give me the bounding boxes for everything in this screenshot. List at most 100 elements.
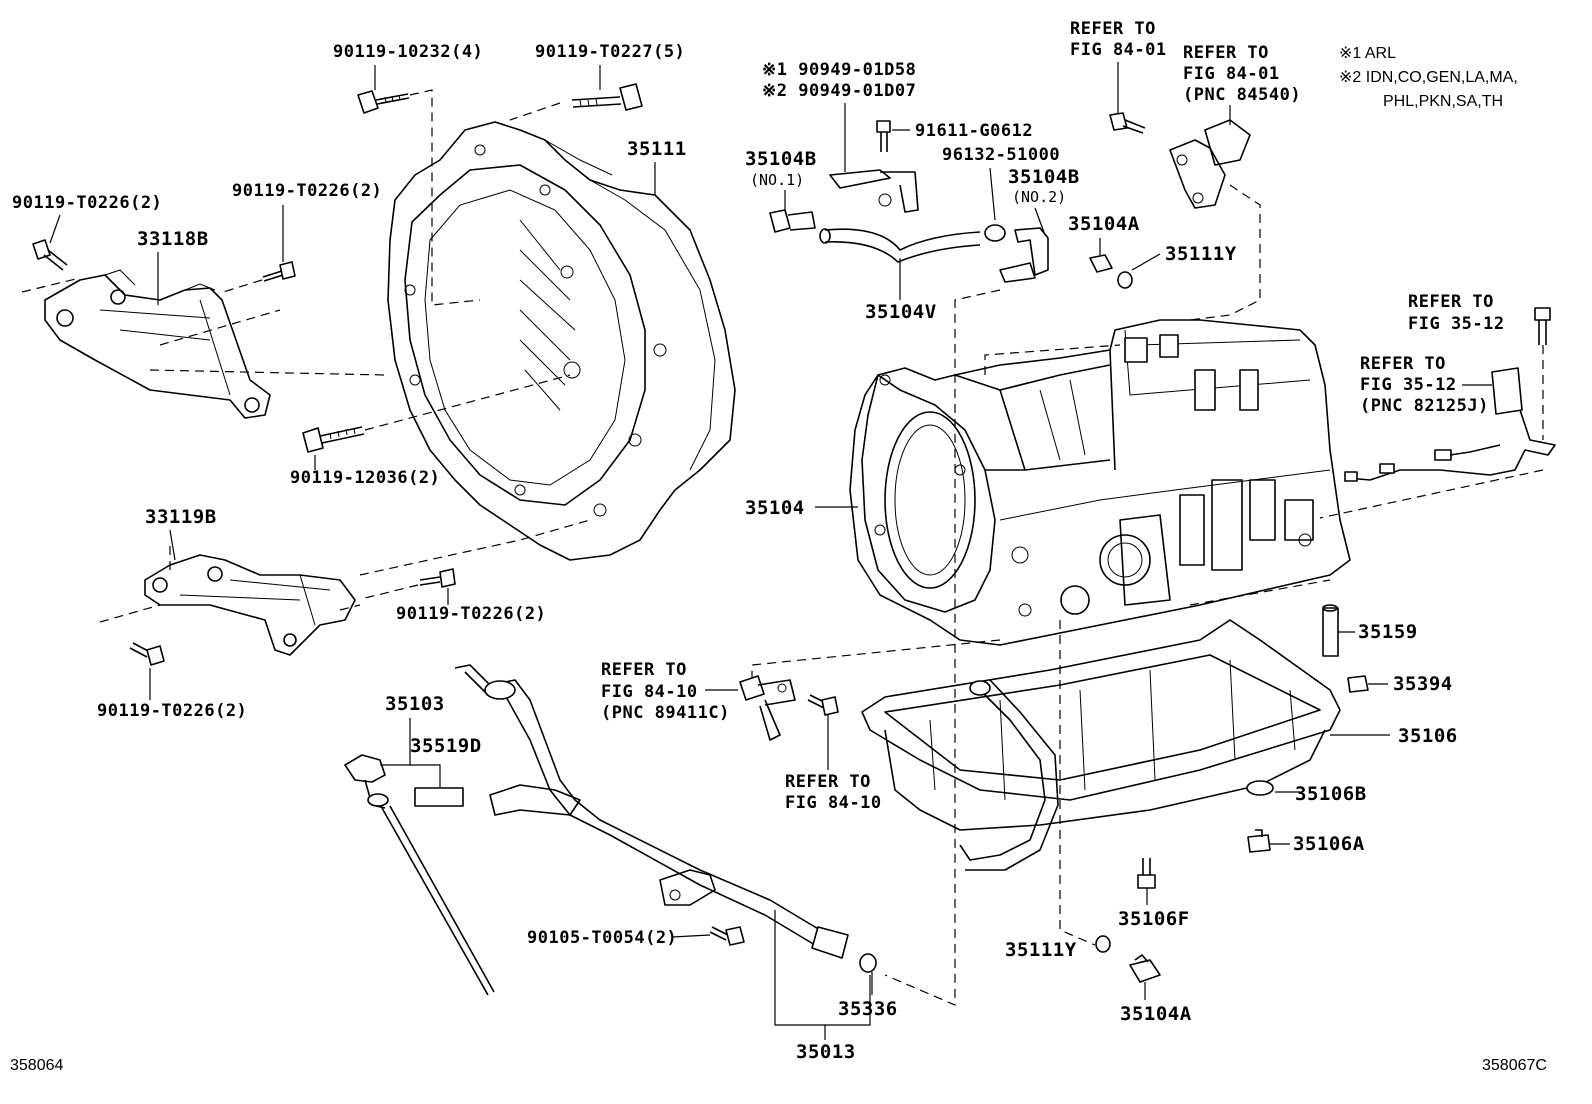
label-33119B: 33119B [145, 506, 217, 528]
gasket-35106b-drawing [1246, 780, 1274, 796]
bolt-icon [876, 120, 891, 152]
label-90119-12036: 90119-12036(2) [290, 468, 440, 488]
refer-84-10-a-line1: REFER TO [601, 660, 687, 680]
label-96132: 96132-51000 [942, 145, 1060, 165]
bolt-icon [807, 694, 839, 716]
leader-35104B-2 [1034, 207, 1046, 236]
label-35104A-top: 35104A [1068, 213, 1140, 235]
refer-84-01-b-line1: REFER TO [1183, 43, 1269, 63]
label-35106A: 35106A [1293, 833, 1365, 855]
bolt-icon [357, 90, 410, 114]
refer-84-01-b-line3: (PNC 84540) [1183, 85, 1301, 105]
label-90119-T0226-a: 90119-T0226(2) [12, 193, 162, 213]
o-ring-icon [1095, 935, 1111, 953]
magnet-35394-drawing [1347, 675, 1369, 693]
label-90119-T0226-d: 90119-T0226(2) [97, 701, 247, 721]
leader-33119B [169, 529, 176, 561]
label-35336: 35336 [838, 998, 898, 1020]
label-35394: 35394 [1393, 673, 1453, 695]
label-plate-35519d [414, 787, 464, 807]
bolt-icon [419, 568, 456, 588]
oil-pan-drawing [861, 619, 1341, 871]
label-35111Y-top: 35111Y [1165, 243, 1237, 265]
clip-drawing [984, 224, 1006, 242]
label-35159: 35159 [1358, 621, 1418, 643]
label-35106F: 35106F [1118, 908, 1190, 930]
refer-84-10-a-line2: FIG 84-10 [601, 682, 698, 702]
leader-96132 [989, 167, 996, 221]
label-35104B-2: 35104B [1008, 166, 1080, 188]
bell-housing-drawing [387, 121, 736, 561]
label-35103: 35103 [385, 693, 445, 715]
note-2: ※2 IDN,CO,GEN,LA,MA, [1339, 69, 1518, 86]
bracket-33119b-drawing [144, 554, 356, 656]
o-ring-icon [859, 953, 877, 973]
bolt-icon [32, 239, 68, 271]
label-90119-T0226-b: 90119-T0226(2) [232, 181, 382, 201]
leader-T0226-a [49, 214, 61, 244]
label-35106: 35106 [1398, 725, 1458, 747]
label-35104B-1: 35104B [745, 148, 817, 170]
bolt-icon [1109, 112, 1146, 134]
label-35104A-bot: 35104A [1120, 1003, 1192, 1025]
speed-sensor-drawing [1169, 119, 1251, 209]
plug-icon [1129, 954, 1161, 983]
bolt-icon [129, 642, 165, 666]
refer-35-12-b-line2: FIG 35-12 [1360, 375, 1457, 395]
union-fitting-drawing [769, 209, 816, 233]
plug-icon [1089, 254, 1113, 273]
o-ring-icon [1117, 271, 1133, 289]
label-35013: 35013 [796, 1041, 856, 1063]
refer-35-12-b-line3: (PNC 82125J) [1360, 396, 1489, 416]
refer-35-12-a-line1: REFER TO [1408, 292, 1494, 312]
refer-84-10-a-line3: (PNC 89411C) [601, 703, 730, 723]
drain-plug-35106a-drawing [1247, 829, 1271, 853]
filler-tube-drawing [454, 664, 849, 959]
label-35111: 35111 [627, 138, 687, 160]
label-35519D: 35519D [410, 735, 482, 757]
leader-35013 [774, 910, 871, 1040]
leader-90105 [671, 934, 711, 938]
leader-35103 [380, 718, 441, 787]
tube-35159-drawing [1322, 604, 1339, 657]
note-2-cont: PHL,PKN,SA,TH [1383, 93, 1503, 110]
leader-35111Y-top [1131, 253, 1161, 271]
bracket-33118b-drawing [44, 269, 271, 419]
label-33118B: 33118B [137, 228, 209, 250]
label-hose-1: ※1 90949-01D58 [762, 60, 916, 80]
elbow-fitting-drawing [884, 227, 1049, 1006]
label-91611: 91611-G0612 [915, 121, 1033, 141]
refer-84-01-b-line2: FIG 84-01 [1183, 64, 1280, 84]
label-35104V: 35104V [865, 301, 937, 323]
hose-clamp-drawing [829, 169, 919, 213]
label-35104: 35104 [745, 497, 805, 519]
refer-35-12-a-line2: FIG 35-12 [1408, 314, 1505, 334]
label-35111Y-bot: 35111Y [1005, 939, 1077, 961]
figure-code-right: 358067C [1482, 1057, 1547, 1074]
label-no1: (NO.1) [750, 171, 804, 189]
bolt-icon [571, 83, 643, 111]
label-90105: 90105-T0054(2) [527, 928, 677, 948]
refer-84-10-b-line2: FIG 84-10 [785, 793, 882, 813]
bolt-icon [1534, 307, 1551, 345]
label-90119-10232: 90119-10232(4) [333, 42, 483, 62]
bolt-icon [1137, 858, 1156, 889]
label-90119-T0227: 90119-T0227(5) [535, 42, 685, 62]
refer-35-12-b-line1: REFER TO [1360, 354, 1446, 374]
note-1: ※1 ARL [1339, 45, 1396, 62]
bolt-icon [262, 261, 296, 282]
label-90119-T0226-c: 90119-T0226(2) [396, 604, 546, 624]
label-35106B: 35106B [1295, 783, 1367, 805]
transmission-case-drawing [849, 319, 1351, 646]
refer-84-10-b-line1: REFER TO [785, 772, 871, 792]
dipstick-drawing [344, 754, 495, 996]
bolt-icon [709, 926, 745, 946]
bolt-icon [302, 426, 365, 453]
figure-code-left: 358064 [10, 1057, 63, 1074]
speed-sensor-2-drawing [739, 675, 796, 741]
refer-84-01-a-line1: REFER TO [1070, 19, 1156, 39]
breather-hose-drawing [819, 228, 981, 263]
wire-harness-drawing [1344, 367, 1556, 482]
